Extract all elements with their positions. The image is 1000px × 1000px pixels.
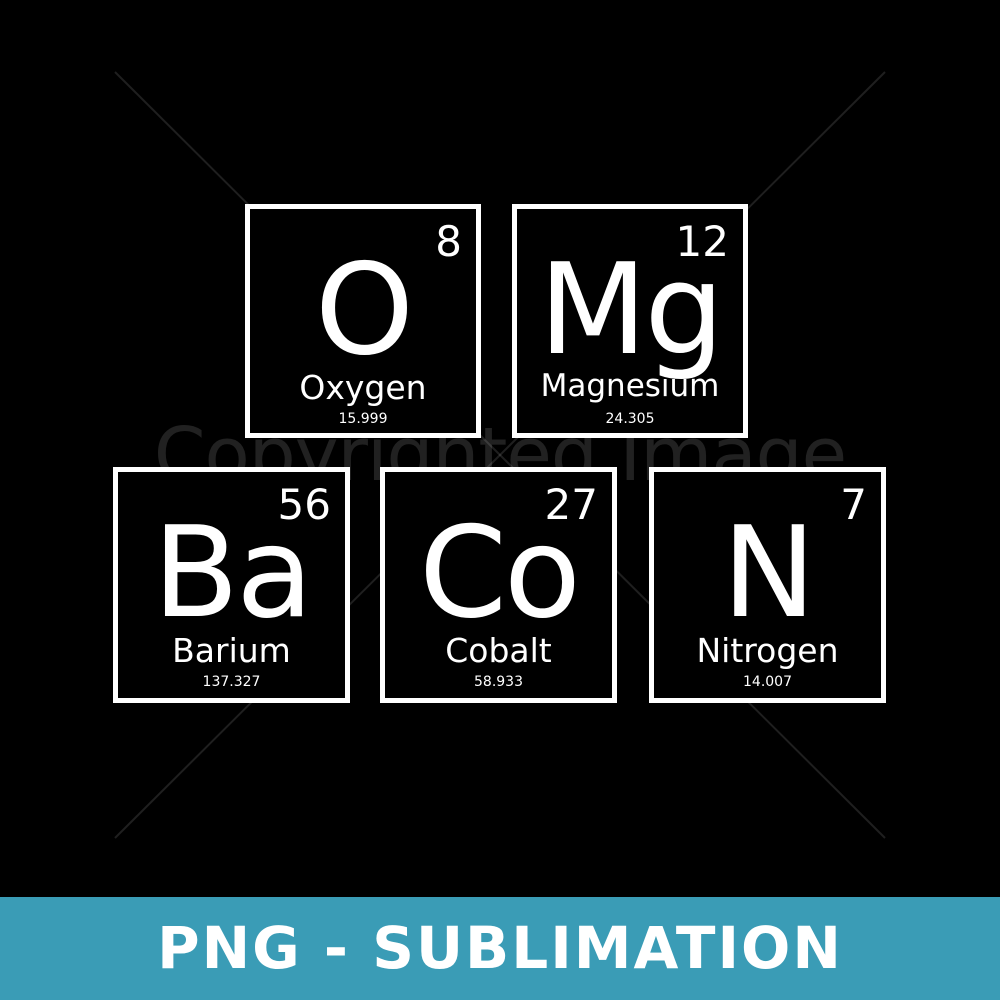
watermark-line-diagonal-1: [114, 71, 886, 839]
element-name: Barium: [172, 631, 291, 670]
element-symbol: Co: [418, 499, 581, 646]
element-symbol: O: [314, 236, 414, 383]
atomic-mass: 137.327: [202, 674, 261, 690]
atomic-number: 27: [544, 480, 598, 529]
atomic-number: 56: [277, 480, 331, 529]
element-tile-oxygen: 8 O Oxygen 15.999: [245, 204, 481, 438]
element-name: Oxygen: [299, 368, 427, 407]
atomic-mass: 14.007: [743, 674, 792, 690]
atomic-mass: 15.999: [338, 411, 388, 427]
sublimation-banner: PNG - SUBLIMATION: [0, 897, 1000, 1000]
atomic-mass: 24.305: [605, 411, 655, 427]
element-tile-cobalt: 27 Co Cobalt 58.933: [380, 467, 617, 703]
atomic-number: 12: [675, 217, 729, 266]
element-name: Magnesium: [540, 368, 720, 404]
atomic-number: 8: [435, 217, 462, 266]
element-tile-magnesium: 12 Mg Magnesium 24.305: [512, 204, 748, 438]
element-symbol: Ba: [152, 499, 314, 646]
element-symbol: Mg: [538, 236, 725, 383]
element-symbol: N: [721, 499, 816, 646]
atomic-mass: 58.933: [474, 674, 523, 690]
banner-label: PNG - SUBLIMATION: [157, 914, 843, 982]
watermark-cross-lines: [114, 71, 886, 839]
atomic-number: 7: [840, 480, 867, 529]
watermark-line-diagonal-2: [114, 71, 886, 839]
element-name: Nitrogen: [696, 631, 839, 670]
element-tile-nitrogen: 7 N Nitrogen 14.007: [649, 467, 886, 703]
element-tile-barium: 56 Ba Barium 137.327: [113, 467, 350, 703]
element-name: Cobalt: [445, 631, 552, 670]
design-canvas: Copyrighted Image 8 O Oxygen 15.999 12 M…: [113, 71, 886, 839]
